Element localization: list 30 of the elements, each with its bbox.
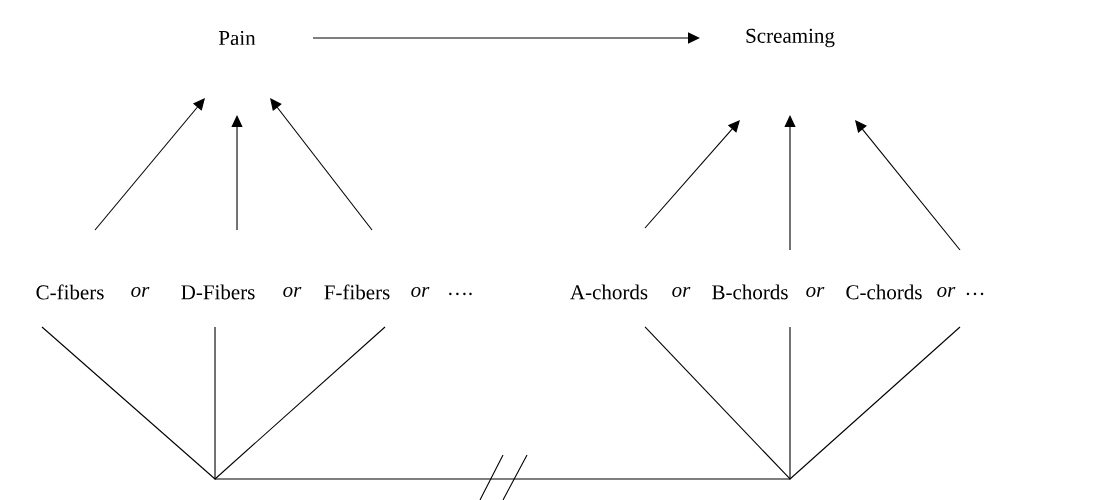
line bbox=[644, 326, 791, 480]
arrow bbox=[94, 98, 205, 231]
term-text: F-fibers bbox=[324, 284, 390, 300]
connector-word: or bbox=[411, 286, 430, 298]
connector-word: …. bbox=[449, 292, 472, 296]
arrow bbox=[784, 115, 796, 251]
arrow bbox=[644, 120, 740, 229]
term-text: Screaming bbox=[746, 28, 835, 48]
connector-word: or bbox=[937, 286, 956, 298]
line bbox=[214, 478, 791, 480]
term-text: B-chords bbox=[712, 284, 788, 300]
line bbox=[214, 326, 216, 480]
connector-word: or bbox=[672, 286, 691, 298]
term-text: C-chords bbox=[846, 284, 922, 300]
connector-word: or bbox=[283, 286, 302, 298]
line bbox=[789, 326, 791, 480]
arrow bbox=[231, 115, 243, 231]
arrow bbox=[270, 98, 373, 231]
arrow bbox=[855, 120, 961, 251]
line bbox=[214, 326, 386, 480]
line bbox=[41, 326, 216, 480]
term-text: A-chords bbox=[570, 284, 648, 300]
connector-word: … bbox=[966, 292, 984, 296]
connector-word: or bbox=[806, 286, 825, 298]
term-text: D-Fibers bbox=[181, 284, 255, 300]
term-text: C-fibers bbox=[36, 284, 104, 300]
line bbox=[789, 326, 961, 480]
arrow bbox=[312, 32, 700, 44]
term-text: Pain bbox=[218, 30, 256, 46]
connector-word: or bbox=[131, 286, 150, 298]
